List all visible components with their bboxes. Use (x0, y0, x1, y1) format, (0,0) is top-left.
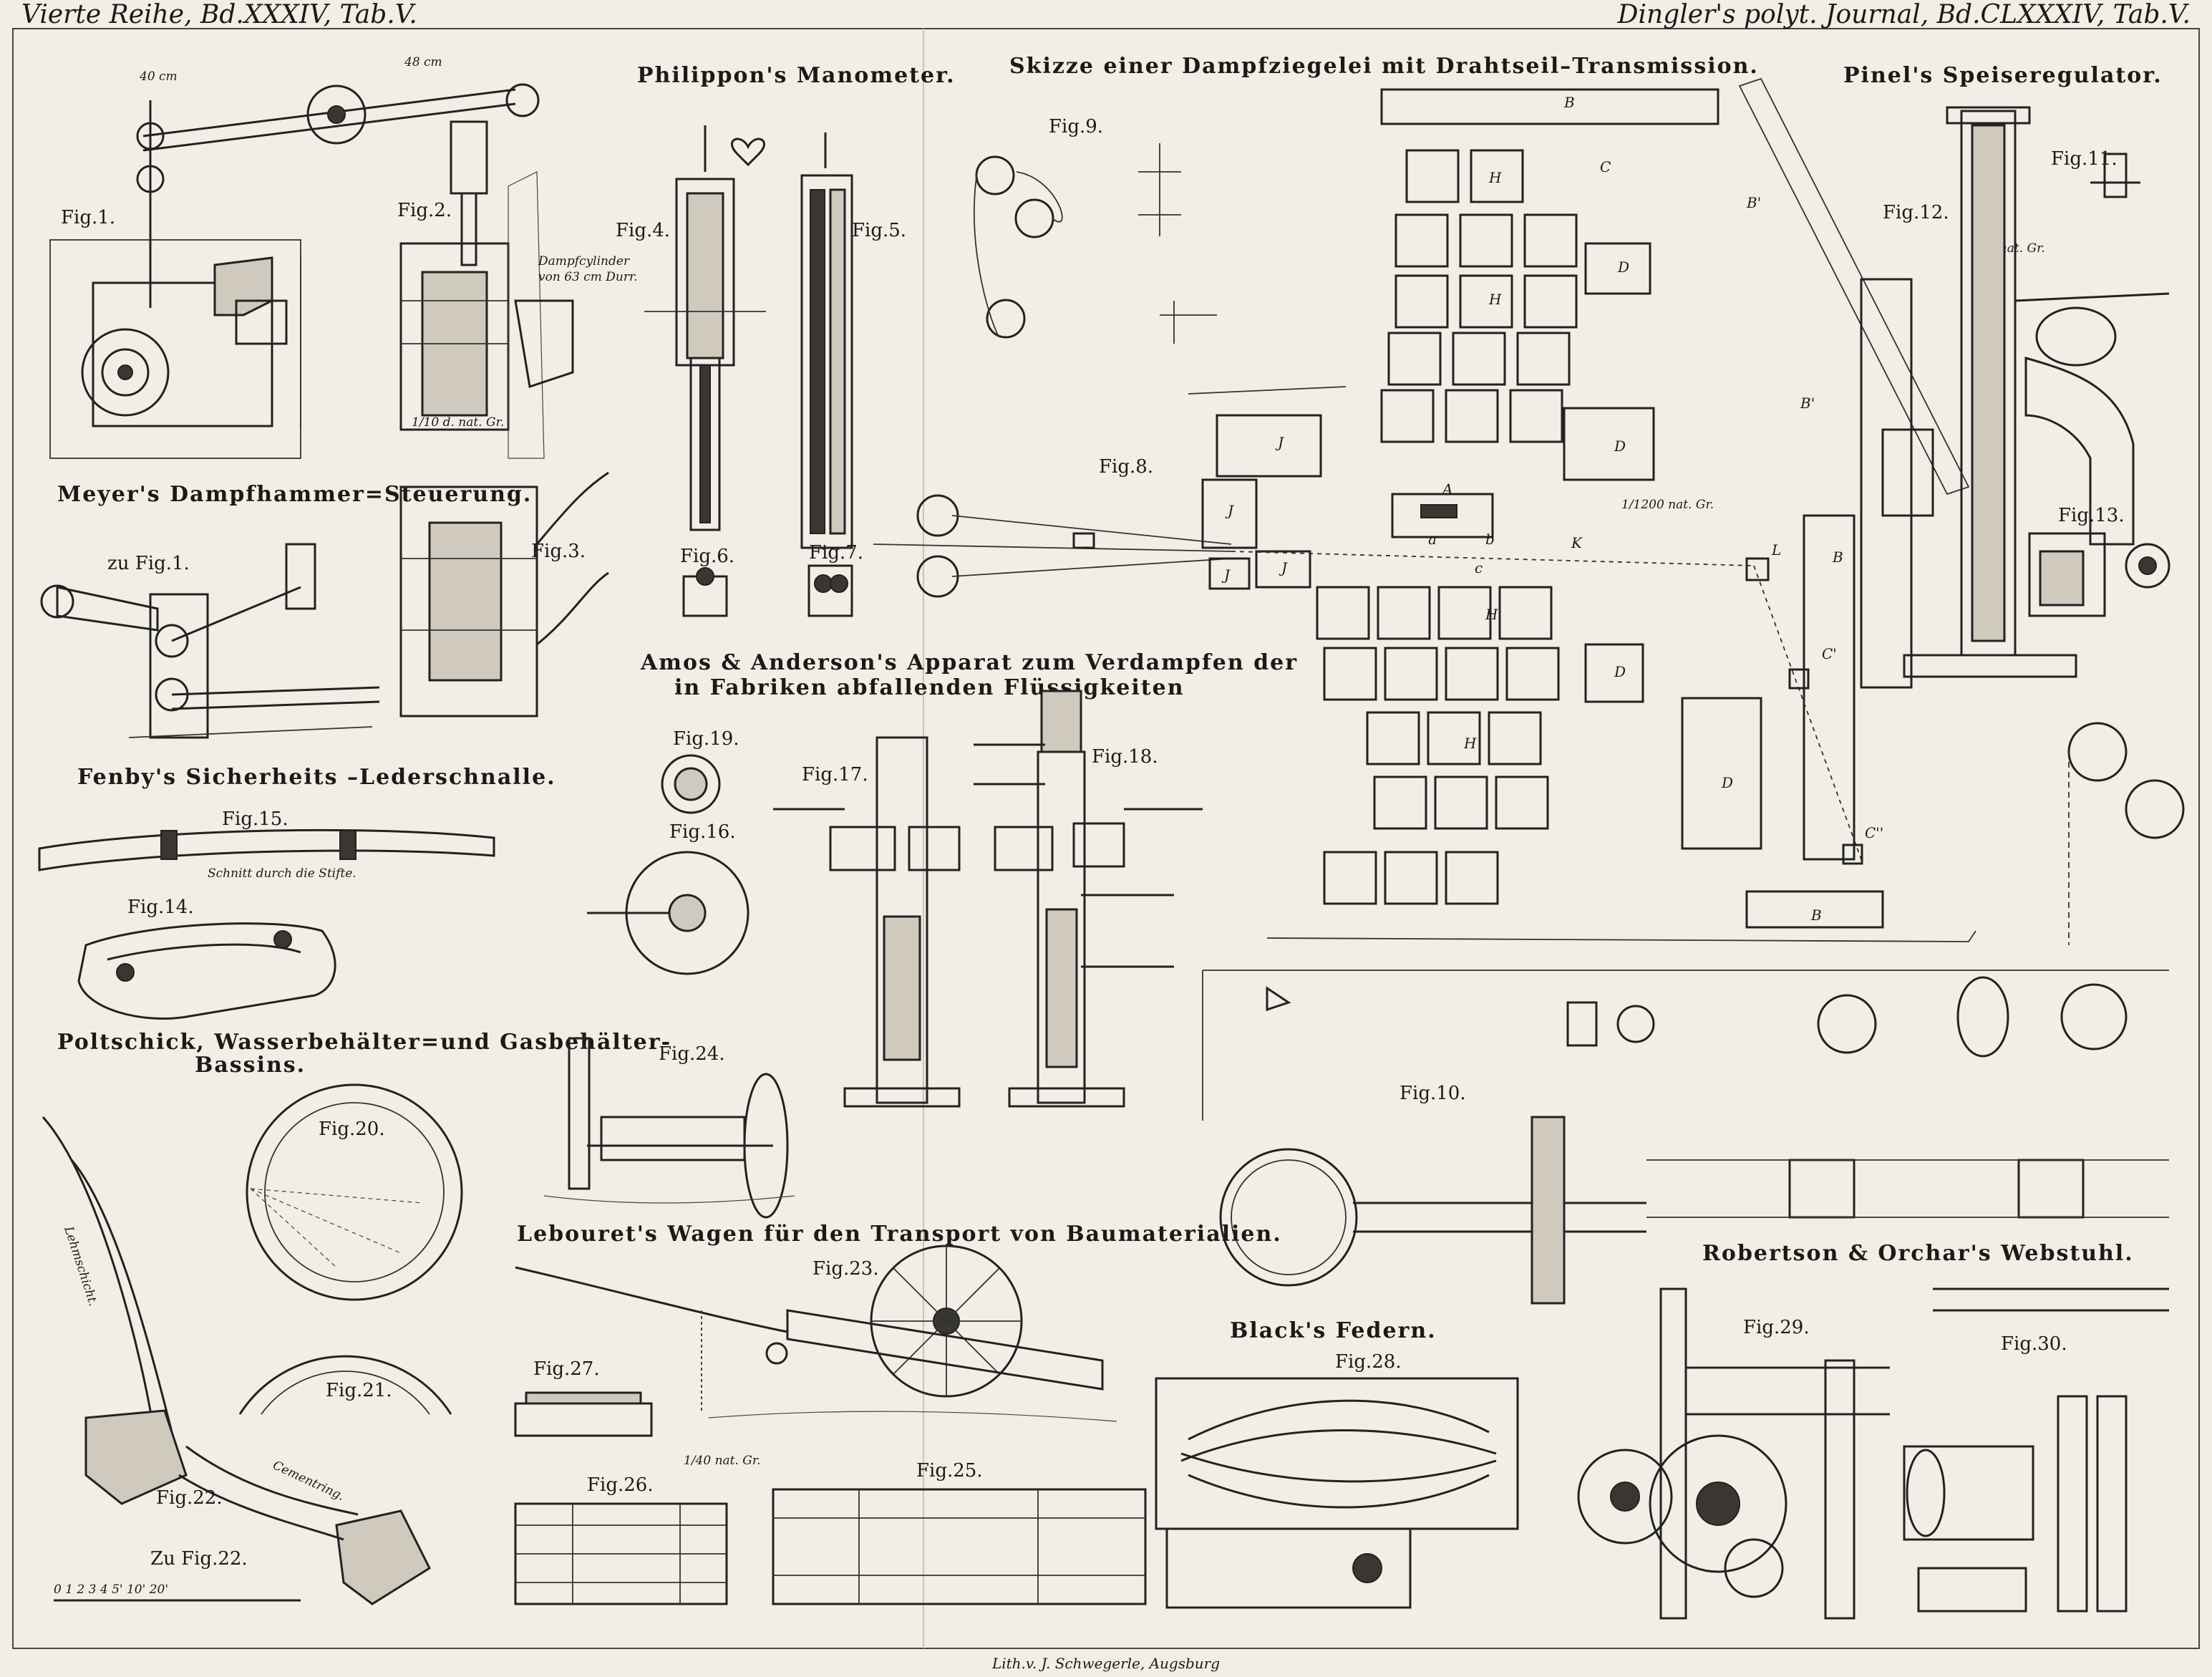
robertson-loom-group: Robertson & Orchar's Webstuhl. Fig.29. F… (1577, 1241, 2169, 1620)
site-plan-letter: H (1463, 735, 1477, 752)
scale-fig22: 0 1 2 3 4 5' 10' 20' (54, 1582, 168, 1597)
site-plan-letter: B' (1746, 194, 1761, 211)
fig3-label: Fig.3. (531, 541, 586, 562)
fig14-label: Fig.14. (127, 897, 194, 918)
title-pinel: Pinel's Speiseregulator. (1843, 63, 2163, 88)
fig11-label: Fig.11. (2051, 148, 2118, 170)
site-plan-letter: L (1771, 541, 1781, 559)
dampfcylinder-line2: von 63 cm Durr. (538, 270, 638, 284)
fig22-label: Fig.22. (156, 1487, 223, 1509)
site-plan-letter: K (1571, 534, 1583, 551)
fig6-label: Fig.6. (680, 546, 734, 567)
lebouret-wagon-group: Fig.24. Lebouret's Wagen für den Transpo… (514, 1037, 1282, 1605)
fig12-label: Fig.12. (1883, 202, 1949, 223)
site-plan-letter: C (1600, 158, 1611, 175)
site-plan-letter: B (1563, 94, 1575, 111)
site-plan-letter: H (1488, 291, 1502, 308)
meyer-steam-hammer-group: 40 cm 48 cm Fig.1. Fig.2. Dampfcylinder … (40, 55, 638, 739)
fig28-label: Fig.28. (1335, 1351, 1402, 1373)
site-plan-letter: D (1614, 438, 1626, 455)
fig2-label: Fig.2. (397, 200, 452, 221)
footer-lithographer: Lith.v. J. Schwegerle, Augsburg (991, 1655, 1220, 1672)
site-plan-letter: H (1488, 169, 1502, 186)
fig4-label: Fig.4. (616, 220, 670, 241)
dim-40cm: 40 cm (139, 69, 178, 84)
title-robertson: Robertson & Orchar's Webstuhl. (1702, 1241, 2134, 1266)
site-plan-letter: B (1832, 548, 1843, 566)
fig10-label: Fig.10. (1400, 1083, 1466, 1104)
title-poltschick-line2: Bassins. (195, 1053, 306, 1078)
philippon-manometer-group: Philippon's Manometer. Fig.4. Fig.6. Fig… (616, 63, 956, 617)
fig25-label: Fig.25. (916, 1460, 983, 1482)
title-fenby: Fenby's Sicherheits –Lederschnalle. (77, 765, 556, 790)
fig24-label: Fig.24. (659, 1043, 725, 1065)
fig29-label: Fig.29. (1743, 1317, 1810, 1338)
scale-fig2: 1/10 d. nat. Gr. (412, 415, 504, 430)
fig27-label: Fig.27. (533, 1358, 600, 1380)
fig21-label: Fig.21. (326, 1380, 392, 1401)
scale-fig23: 1/40 nat. Gr. (684, 1454, 761, 1468)
dim-48cm: 48 cm (404, 55, 442, 69)
fig15-label: Fig.15. (222, 808, 288, 830)
lehmschicht-label: Lehmschicht. (61, 1224, 100, 1308)
site-plan-letter: D (1617, 258, 1629, 276)
site-plan-letter: B (1810, 907, 1822, 924)
site-plan-letter: D (1721, 774, 1733, 791)
site-plan-letter: b (1485, 531, 1495, 548)
fig1-label: Fig.1. (61, 207, 115, 228)
site-plan-letter: C' (1822, 645, 1837, 662)
site-plan-letter: C'' (1865, 824, 1883, 841)
title-amos-line1: Amos & Anderson's Apparat zum Verdampfen… (640, 650, 1298, 675)
fig13-label: Fig.13. (2058, 505, 2125, 526)
fig20-label: Fig.20. (319, 1118, 385, 1140)
header-left: Vierte Reihe, Bd.XXXIV, Tab.V. (21, 0, 417, 29)
schnitt-label: Schnitt durch die Stifte. (208, 866, 356, 881)
skizze-dampfziegelei-group: Skizze einer Dampfziegelei mit Drahtseil… (873, 54, 2169, 1305)
black-springs-group: Black's Federn. Fig.28. (1155, 1318, 1519, 1609)
fig16-label: Fig.16. (669, 821, 736, 843)
site-plan-letter: A (1441, 480, 1452, 498)
cementring-label: Cementring. (271, 1458, 346, 1504)
title-meyer: Meyer's Dampfhammer=Steuerung. (57, 482, 532, 507)
site-plan-letter: J (1225, 502, 1234, 519)
fig8-label: Fig.8. (1099, 456, 1153, 478)
plate-border (12, 28, 2200, 1649)
poltschick-bassins-group: Poltschick, Wasserbehälter=und Gasbehält… (42, 1030, 671, 1605)
header-right: Dingler's polyt. Journal, Bd.CLXXXIV, Ta… (1617, 0, 2191, 29)
scale-fig8: 1/1200 nat. Gr. (1621, 498, 1714, 512)
title-philippon: Philippon's Manometer. (637, 63, 956, 88)
fig7-label: Fig.7. (809, 542, 863, 564)
fig17-label: Fig.17. (802, 764, 868, 786)
fig19-label: Fig.19. (673, 728, 739, 750)
fig30-label: Fig.30. (2001, 1333, 2067, 1355)
site-plan-letter: J (1221, 566, 1231, 584)
title-amos-line2: in Fabriken abfallenden Flüssigkeiten (674, 675, 1185, 700)
site-plan-letter: a (1428, 531, 1437, 548)
title-skizze: Skizze einer Dampfziegelei mit Drahtseil… (1009, 54, 1759, 79)
pinel-regulator-group: Pinel's Speiseregulator. Fig.12. 1/4 nat… (1843, 63, 2185, 945)
site-plan-letter: J (1279, 559, 1288, 576)
site-plan-letter: c (1475, 559, 1483, 576)
site-plan-letter: B' (1800, 395, 1815, 412)
site-plan-letter: J (1275, 434, 1284, 451)
dampfcylinder-line1: Dampfcylinder (538, 254, 630, 269)
fig9-label: Fig.9. (1049, 116, 1103, 137)
title-poltschick-line1: Poltschick, Wasserbehälter=und Gasbehält… (57, 1030, 671, 1055)
fenby-buckle-group: Fenby's Sicherheits –Lederschnalle. Fig.… (38, 765, 556, 1020)
title-black: Black's Federn. (1230, 1318, 1437, 1343)
fig5-label: Fig.5. (852, 220, 906, 241)
title-lebouret: Lebouret's Wagen für den Transport von B… (517, 1222, 1282, 1247)
site-plan-letter: H (1485, 606, 1498, 623)
site-plan-letter: D (1614, 663, 1626, 680)
zu-fig22-label: Zu Fig.22. (150, 1548, 248, 1570)
zu-fig1-label: zu Fig.1. (107, 553, 190, 574)
fig23-label: Fig.23. (812, 1258, 879, 1280)
amos-anderson-group: Amos & Anderson's Apparat zum Verdampfen… (587, 650, 1298, 1108)
fig18-label: Fig.18. (1092, 746, 1158, 768)
fig26-label: Fig.26. (587, 1474, 654, 1496)
